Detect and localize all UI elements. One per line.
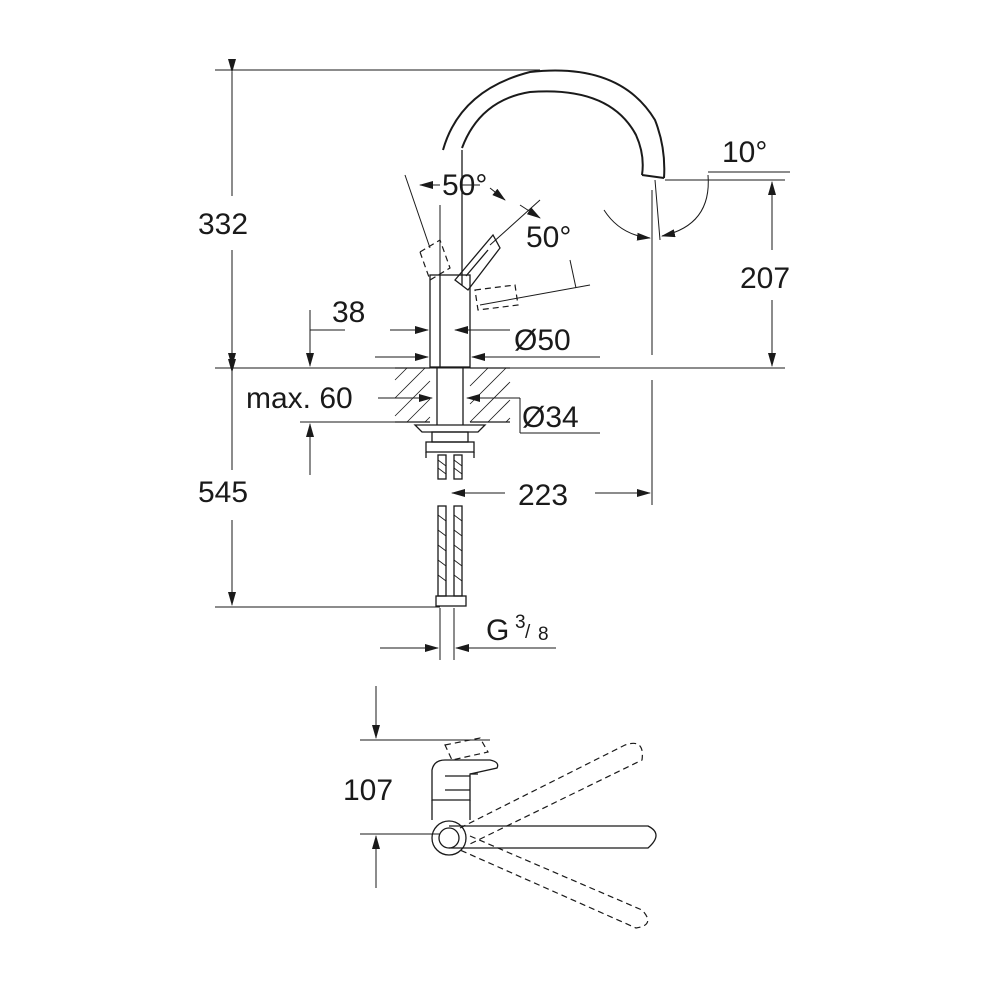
dim-hose-length: 545: [198, 359, 248, 606]
label-thread-num: 3: [515, 612, 526, 633]
dim-mount-hole: Ø34: [466, 394, 600, 434]
dim-spout-angle: 10°: [603, 136, 790, 241]
dim-body-diameter: Ø50: [375, 324, 600, 361]
label-max60: max. 60: [246, 382, 353, 415]
label-g: G: [486, 614, 509, 647]
lever-alt-positions: [419, 239, 519, 311]
label-38: 38: [332, 296, 365, 329]
dim-connection-thread: G 3 / 8: [380, 608, 556, 660]
dim-spout-height: 207: [740, 181, 790, 367]
dim-total-height: 332: [198, 59, 248, 367]
label-207: 207: [740, 262, 790, 295]
label-10deg: 10°: [722, 136, 767, 169]
countertop-section: [394, 367, 511, 423]
tap-body: [429, 274, 471, 368]
side-view: 332 545 207 10°: [198, 59, 790, 660]
label-107: 107: [343, 774, 393, 807]
label-50deg-front: 50°: [526, 221, 571, 254]
label-thread-den: 8: [538, 624, 549, 645]
label-d50: Ø50: [514, 324, 571, 357]
dim-top-view-depth: 107: [343, 686, 490, 888]
hoses: [435, 454, 467, 607]
dim-spout-reach: 223: [451, 479, 651, 512]
label-545: 545: [198, 476, 248, 509]
dim-lever-angle-back: 50°: [404, 169, 541, 275]
lever: [454, 233, 501, 291]
top-view: 107: [343, 686, 657, 929]
label-50deg-back: 50°: [442, 169, 487, 202]
dim-lever-angle-front: 50°: [479, 204, 591, 306]
label-223: 223: [518, 479, 568, 512]
label-thread-slash: /: [525, 622, 531, 643]
dim-counter-thickness: max. 60: [246, 310, 433, 475]
mounting-plate: [413, 424, 487, 458]
dim-body-offset: 38: [310, 296, 429, 334]
label-332: 332: [198, 208, 248, 241]
label-d34: Ø34: [522, 401, 579, 434]
spout: [442, 69, 666, 179]
